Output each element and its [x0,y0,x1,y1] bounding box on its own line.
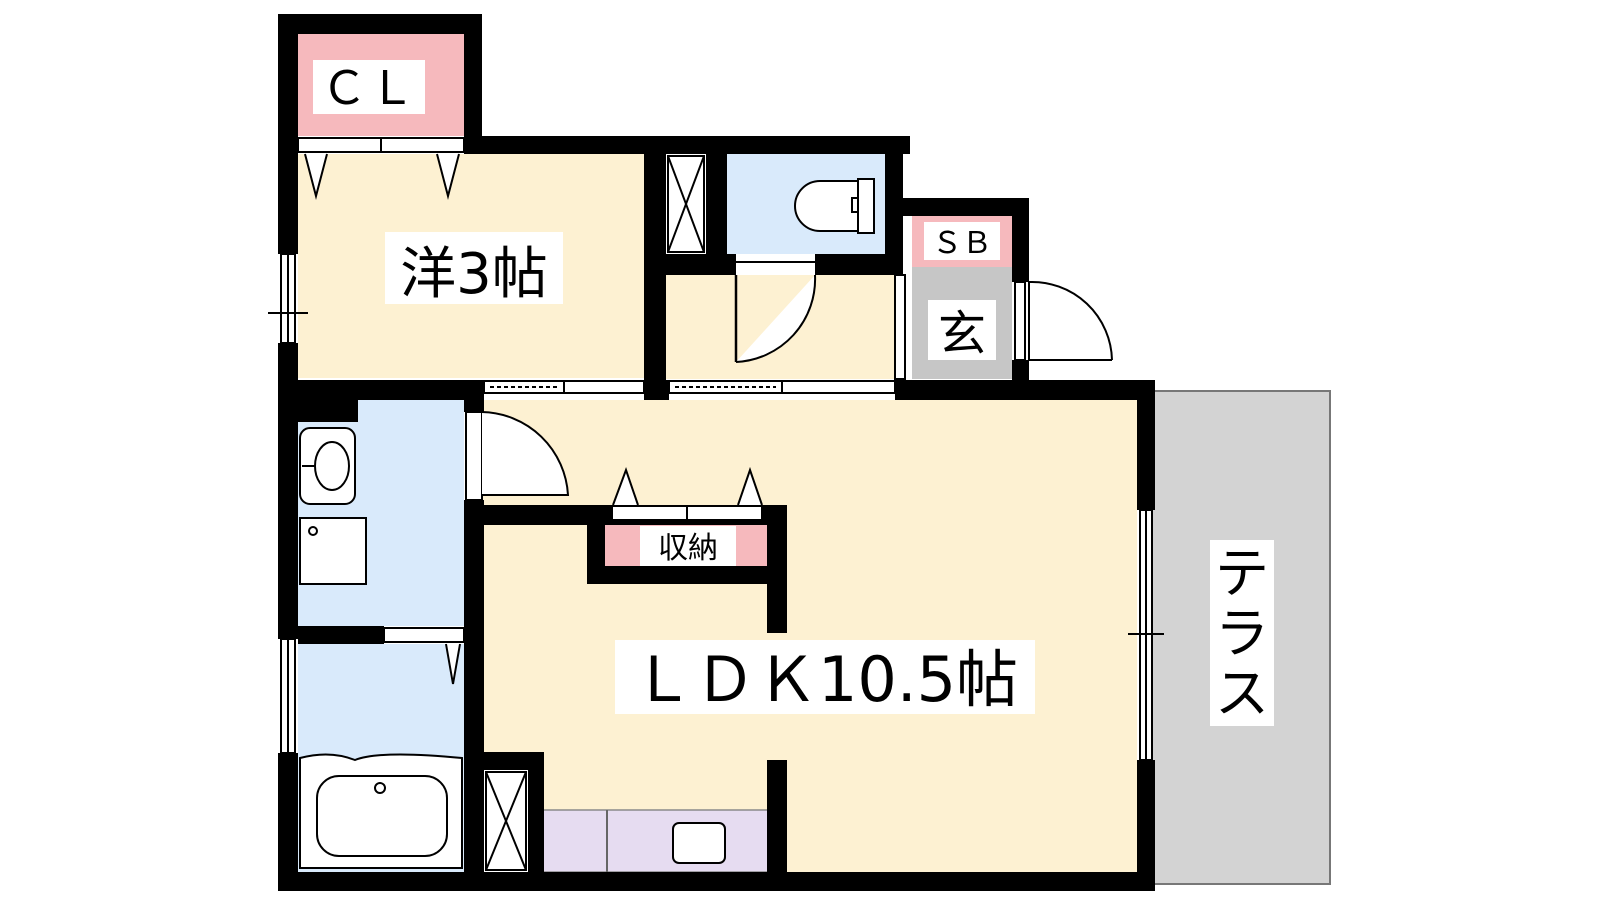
toilet-door [734,261,817,363]
closet-door [297,137,465,200]
shoe-box-label: ＳＢ [932,226,992,261]
terrace-label-char: テ [1215,542,1269,605]
kitchen-fixtures [606,810,726,872]
storage-label: 収納 [658,531,718,566]
closet-label: ＣＬ [321,61,417,115]
entrance-label: 玄 [938,306,986,362]
labels: ＣＬ 洋3帖 ＳＢ 玄 収納 ＬＤＫ10.5帖 テ ラ ス [313,60,1274,726]
hall-sliding-door [668,380,896,394]
fixtures [299,155,875,872]
bedroom-sliding-door [483,380,645,394]
doors [297,137,1113,685]
storage-cross-upper [667,155,705,253]
toilet-icon [794,178,875,234]
kitchen-counter [542,809,769,873]
terrace-label-char: ラ [1215,602,1269,665]
wash-basin-icon [299,427,356,505]
entrance-door [1028,280,1113,361]
washroom-door [465,411,570,501]
washing-machine-icon [299,517,367,585]
bathtub-icon [299,753,463,869]
terrace-label-char: ス [1215,662,1269,725]
refrigerator-cross [485,771,527,871]
bath-door [383,627,465,685]
ldk-floor [466,400,1137,872]
western-room-label: 洋3帖 [400,242,548,307]
walls [278,14,1155,891]
storage-door [611,466,763,521]
terrace-label: テ ラ ス [1215,542,1269,725]
ldk-label: ＬＤＫ10.5帖 [632,643,1018,716]
windows [268,253,1164,761]
